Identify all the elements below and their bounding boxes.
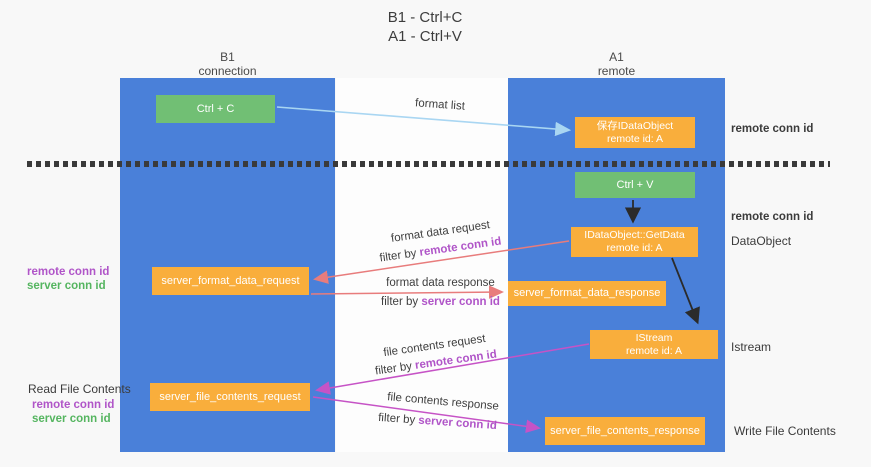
- label-dataobject: DataObject: [731, 234, 792, 248]
- node-istream-line1: IStream: [635, 331, 673, 344]
- column-b1-role: connection: [198, 64, 257, 78]
- label-remote-conn-id-top-right: remote conn id: [731, 123, 814, 135]
- copy-paste-divider: [27, 161, 830, 167]
- node-save-idataobject: 保存IDataObject remote id: A: [575, 117, 695, 148]
- node-istream-line2: remote id: A: [625, 344, 683, 357]
- label-conn-ids-mid-left: remote conn id server conn id: [27, 265, 109, 293]
- node-save-idataobject-line1: 保存IDataObject: [596, 119, 674, 132]
- diagram-title: B1 - Ctrl+C A1 - Ctrl+V: [300, 8, 550, 46]
- node-ctrl-c-label: Ctrl + C: [196, 102, 235, 115]
- node-ctrl-v-label: Ctrl + V: [616, 178, 654, 191]
- node-server-file-contents-request: server_file_contents_request: [150, 383, 310, 411]
- node-server-file-contents-response: server_file_contents_response: [545, 417, 705, 445]
- label-read-file-contents: Read File Contents: [28, 382, 131, 396]
- column-b1-name: B1: [220, 50, 235, 64]
- title-line-1: B1 - Ctrl+C: [387, 9, 463, 26]
- label-conn-ids-bottom-left: remote conn id server conn id: [32, 398, 114, 426]
- label-remote-conn-id-mid-right: remote conn id: [731, 211, 814, 223]
- filter-by-value: server conn id: [421, 296, 500, 308]
- node-save-idataobject-line2: remote id: A: [606, 132, 664, 145]
- node-server-format-data-request: server_format_data_request: [152, 267, 309, 295]
- node-file-request-label: server_file_contents_request: [159, 390, 301, 403]
- column-header-b1: B1 connection: [120, 50, 335, 78]
- node-format-response-label: server_format_data_response: [513, 287, 661, 299]
- label-server-conn-id-mid-left: server conn id: [27, 280, 106, 292]
- node-server-format-data-response: server_format_data_response: [508, 281, 666, 306]
- label-istream: Istream: [731, 340, 772, 354]
- flow-label-format-data-response: format data response: [386, 277, 495, 289]
- label-server-conn-id-bottom-left: server conn id: [32, 413, 111, 425]
- title-line-2: A1 - Ctrl+V: [388, 28, 462, 45]
- column-a1-name: A1: [609, 50, 624, 64]
- node-ctrl-v: Ctrl + V: [575, 172, 695, 198]
- filter-by-prefix: filter by: [381, 296, 422, 308]
- label-remote-conn-id-mid-left: remote conn id: [27, 266, 110, 278]
- label-remote-conn-id-bottom-left: remote conn id: [32, 399, 115, 411]
- flow-filter-format-data-response: filter by server conn id: [358, 296, 523, 308]
- node-ctrl-c: Ctrl + C: [156, 95, 275, 123]
- node-format-request-label: server_format_data_request: [161, 274, 300, 287]
- column-header-a1: A1 remote: [508, 50, 725, 78]
- node-istream: IStream remote id: A: [590, 330, 718, 359]
- node-getdata-line1: IDataObject::GetData: [584, 229, 685, 241]
- node-file-response-label: server_file_contents_response: [550, 424, 700, 437]
- node-getdata-line2: remote id: A: [606, 242, 663, 254]
- label-write-file-contents: Write File Contents: [734, 424, 836, 438]
- column-a1-role: remote: [597, 64, 636, 78]
- node-idataobject-getdata: IDataObject::GetData remote id: A: [571, 227, 698, 257]
